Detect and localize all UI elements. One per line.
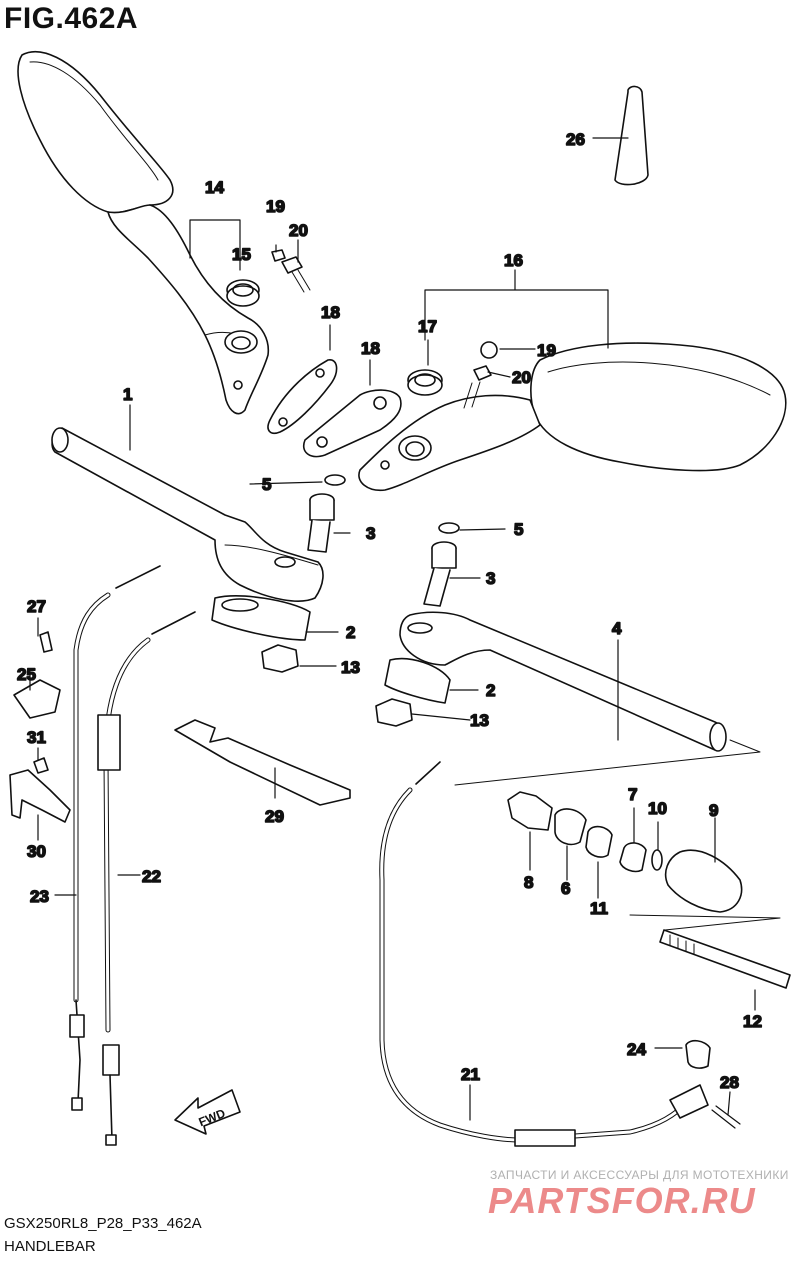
clip-26[interactable] xyxy=(614,85,649,186)
fwd-arrow: FWD xyxy=(174,1089,241,1135)
callout-c9: 9 xyxy=(709,801,718,820)
callout-c8: 8 xyxy=(524,873,533,892)
mirror-bolt-20b[interactable] xyxy=(463,365,492,409)
callout-c3b: 3 xyxy=(486,569,495,588)
leader-lines xyxy=(29,137,756,1121)
right-mirror[interactable] xyxy=(358,342,787,492)
handlebar-bolt-3b[interactable] xyxy=(423,541,457,607)
callout-c18b: 18 xyxy=(361,339,380,358)
watermark-logo: PARTSFOR.RU xyxy=(488,1180,756,1221)
callout-c12: 12 xyxy=(743,1012,762,1031)
mirror-bolt-20[interactable] xyxy=(281,256,311,293)
bar-end-washer-10[interactable] xyxy=(651,849,663,871)
clamp-25[interactable] xyxy=(13,679,61,719)
figure-name: HANDLEBAR xyxy=(4,1238,96,1255)
callout-c15: 15 xyxy=(232,245,251,264)
callout-c20a: 20 xyxy=(289,221,308,240)
bar-end-weight-9[interactable] xyxy=(664,849,743,913)
figure-code: GSX250RL8_P28_P33_462A xyxy=(4,1215,202,1232)
callout-c10: 10 xyxy=(648,799,667,818)
callout-c14: 14 xyxy=(205,178,224,197)
callout-c1: 1 xyxy=(123,385,132,404)
handlebar-nut-13a[interactable] xyxy=(261,644,299,673)
callout-c24: 24 xyxy=(627,1040,646,1059)
callout-c27: 27 xyxy=(27,597,46,616)
mirror-plate-18b[interactable] xyxy=(303,389,402,458)
mirror-nut-19b[interactable] xyxy=(480,341,498,359)
handlebar-clamp-2a[interactable] xyxy=(211,595,311,641)
bar-end-collar-11[interactable] xyxy=(585,825,613,858)
callout-c25: 25 xyxy=(17,665,36,684)
callout-c7: 7 xyxy=(628,785,637,804)
bar-end-bolt-12[interactable] xyxy=(659,929,791,989)
callout-c16: 16 xyxy=(504,251,523,270)
cotter-pin-28[interactable] xyxy=(711,1105,741,1129)
callout-c4: 4 xyxy=(612,619,622,638)
bracket-30[interactable] xyxy=(9,769,71,823)
callout-c19b: 19 xyxy=(537,341,556,360)
mirror-gasket-18a[interactable] xyxy=(267,359,338,435)
callout-c11: 11 xyxy=(590,899,608,918)
callout-c17: 17 xyxy=(418,317,437,336)
handlebar-nut-13b[interactable] xyxy=(375,698,413,727)
cable-holder-29[interactable] xyxy=(174,719,351,806)
callout-c31: 31 xyxy=(27,728,46,747)
callout-c23: 23 xyxy=(30,887,49,906)
callout-c5a: 5 xyxy=(262,475,271,494)
left-handlebar[interactable] xyxy=(51,427,324,602)
mirror-nut-19[interactable] xyxy=(271,249,286,262)
bar-end-spacer-7[interactable] xyxy=(619,842,647,873)
guide-lines xyxy=(454,739,781,931)
washer-5a[interactable] xyxy=(324,474,346,486)
bar-end-nut-8[interactable] xyxy=(507,791,553,831)
handlebar-clamp-2b[interactable] xyxy=(384,657,451,704)
callout-c13b: 13 xyxy=(470,711,489,730)
callout-c6: 6 xyxy=(561,879,570,898)
callout-c13a: 13 xyxy=(341,658,360,677)
callout-c2a: 2 xyxy=(346,623,355,642)
callout-c19a: 19 xyxy=(266,197,285,216)
watermark-caption: ЗАПЧАСТИ И АКСЕССУАРЫ ДЛЯ МОТОТЕХНИКИ xyxy=(490,1168,789,1182)
callout-c28: 28 xyxy=(720,1073,739,1092)
washer-5b[interactable] xyxy=(438,522,460,534)
brake-cable-21[interactable] xyxy=(379,761,709,1147)
throttle-cable-22[interactable] xyxy=(97,611,196,1146)
callout-c2b: 2 xyxy=(486,681,495,700)
callout-c5b: 5 xyxy=(514,520,523,539)
callout-c18a: 18 xyxy=(321,303,340,322)
handlebar-bolt-3a[interactable] xyxy=(307,493,335,553)
screw-31[interactable] xyxy=(33,757,49,774)
callout-c3a: 3 xyxy=(366,524,375,543)
pin-24[interactable] xyxy=(685,1039,711,1069)
callout-c30: 30 xyxy=(27,842,46,861)
callout-numbers: 1 2 2 3 3 4 5 5 6 7 8 9 10 11 12 13 13 1… xyxy=(16,129,763,1093)
figure-title: FIG.462A xyxy=(4,2,139,35)
callout-c29: 29 xyxy=(265,807,284,826)
screw-27[interactable] xyxy=(39,631,53,653)
callout-c22: 22 xyxy=(142,867,161,886)
mirror-collar-15[interactable] xyxy=(226,279,260,307)
bar-end-collar-6[interactable] xyxy=(554,808,587,846)
callout-c20b: 20 xyxy=(512,368,531,387)
callout-c21: 21 xyxy=(461,1065,480,1084)
mirror-collar-17[interactable] xyxy=(407,369,443,396)
callout-c26: 26 xyxy=(566,130,585,149)
right-handlebar[interactable] xyxy=(399,611,727,752)
left-mirror[interactable] xyxy=(17,51,270,415)
clutch-cable-23[interactable] xyxy=(69,565,161,1111)
